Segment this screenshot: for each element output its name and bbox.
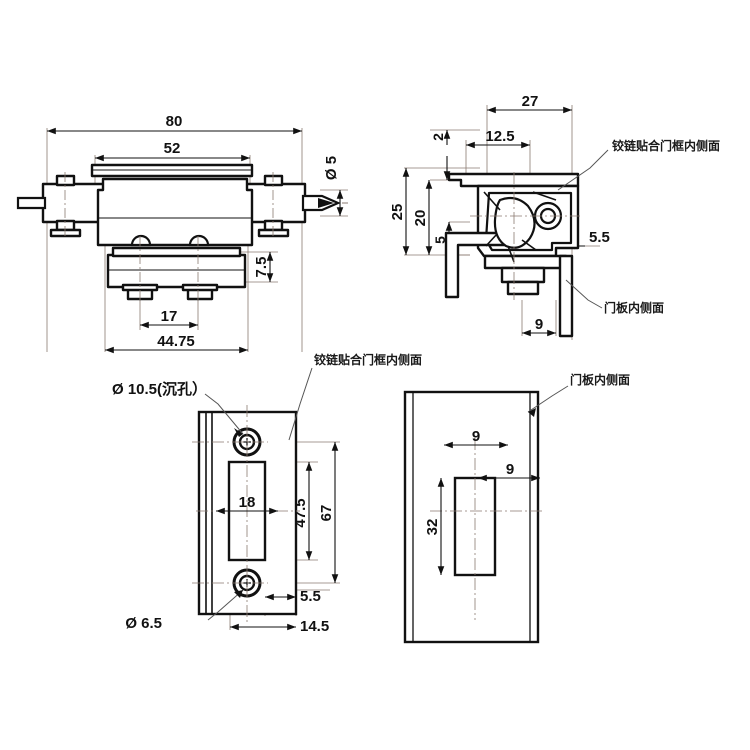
label-frame-contact-top: 铰链贴合门框内侧面 bbox=[612, 138, 720, 153]
dimension-dia-5-label: Ø 5 bbox=[323, 156, 340, 180]
internal-lines-top-left bbox=[92, 169, 252, 271]
cam-detail-lines bbox=[483, 191, 557, 263]
label-door-panel-top: 门板内侧面 bbox=[604, 300, 664, 315]
dimension-32: 32 bbox=[424, 478, 445, 575]
leader-hole-dia: Ø 6.5 bbox=[125, 589, 244, 632]
center-lines-bottom-right bbox=[430, 438, 545, 620]
dimension-20-label: 20 bbox=[412, 210, 429, 227]
dimension-52: 52 bbox=[95, 140, 250, 162]
dimension-25-label: 25 bbox=[389, 204, 406, 221]
witness-lines-top-left bbox=[46, 128, 348, 352]
dimension-18-label: 18 bbox=[239, 494, 256, 511]
dimension-67-label: 67 bbox=[318, 505, 335, 522]
dimension-52-label: 52 bbox=[164, 140, 181, 157]
dimension-67: 67 bbox=[318, 442, 339, 583]
dimension-9-top-right-label: 9 bbox=[535, 316, 543, 333]
dimension-9-top-right: 9 bbox=[522, 316, 556, 337]
dimension-5-5-bottom-label: 5.5 bbox=[300, 588, 321, 605]
dimension-27: 27 bbox=[487, 93, 572, 114]
center-marks-top-left bbox=[64, 172, 274, 300]
dimension-47-5-label: 47.5 bbox=[292, 498, 309, 527]
rivet-bumps bbox=[130, 234, 210, 247]
leader-counterbore: Ø 10.5(沉孔） bbox=[112, 380, 244, 437]
dimension-80-label: 80 bbox=[166, 113, 183, 130]
view-bottom-right: 9 9 32 门板内侧面 bbox=[403, 372, 630, 644]
dimension-9-width: 9 bbox=[444, 428, 508, 449]
dimension-5-label: 5 bbox=[432, 236, 448, 244]
dimension-9-width-label: 9 bbox=[472, 428, 480, 445]
dimension-18: 18 bbox=[216, 494, 278, 515]
dimension-9-offset: 9 bbox=[478, 461, 540, 482]
dimension-44-75: 44.75 bbox=[105, 333, 248, 354]
view-top-right: 27 12.5 2 25 20 5 bbox=[389, 93, 720, 340]
center-lines-top-right bbox=[470, 172, 580, 300]
dimension-2: 2 bbox=[430, 130, 451, 180]
dimension-32-label: 32 bbox=[424, 519, 441, 536]
view-top-left: 80 52 17 44.75 7.5 Ø 5 bbox=[16, 113, 348, 354]
dimension-5-5-bottom: 5.5 bbox=[265, 588, 321, 605]
dimension-14-5: 14.5 bbox=[230, 618, 329, 635]
leader-frame-contact-top: 铰链贴合门框内侧面 bbox=[557, 138, 720, 191]
dimension-5-5-top-label: 5.5 bbox=[589, 229, 610, 246]
dimension-14-5-label: 14.5 bbox=[300, 618, 329, 635]
dimension-47-5: 47.5 bbox=[292, 462, 313, 560]
dimension-12-5: 12.5 bbox=[466, 128, 530, 149]
door-plate-edge-lines bbox=[412, 392, 531, 642]
dimension-17-label: 17 bbox=[161, 308, 178, 325]
leader-frame-contact-bottom: 铰链贴合门框内侧面 bbox=[288, 352, 422, 441]
dimension-7-5-label: 7.5 bbox=[253, 257, 270, 278]
dimension-17: 17 bbox=[140, 308, 198, 329]
dimension-9-offset-label: 9 bbox=[506, 461, 514, 478]
view-bottom-left: 18 47.5 67 5.5 14.5 Ø 10.5(沉孔） bbox=[112, 352, 422, 635]
dimension-2-label: 2 bbox=[430, 133, 446, 141]
dimension-44-75-label: 44.75 bbox=[157, 333, 195, 350]
frame-plate-edge-lines bbox=[205, 412, 213, 614]
dimension-7-5: 7.5 bbox=[253, 252, 274, 282]
label-door-panel-bottom: 门板内侧面 bbox=[570, 372, 630, 387]
leader-door-panel-top: 门板内侧面 bbox=[565, 279, 664, 315]
dimension-20: 20 bbox=[412, 180, 433, 255]
label-counterbore: Ø 10.5(沉孔） bbox=[112, 380, 207, 398]
dimension-27-label: 27 bbox=[522, 93, 539, 110]
label-frame-contact-bottom: 铰链贴合门框内侧面 bbox=[314, 352, 422, 367]
label-hole-dia: Ø 6.5 bbox=[125, 615, 162, 632]
dimension-25: 25 bbox=[389, 168, 410, 255]
leader-door-panel-bottom: 门板内侧面 bbox=[527, 372, 630, 417]
hinge-pin-details bbox=[16, 194, 341, 212]
dimension-12-5-label: 12.5 bbox=[485, 128, 514, 145]
dimension-80: 80 bbox=[47, 113, 302, 135]
